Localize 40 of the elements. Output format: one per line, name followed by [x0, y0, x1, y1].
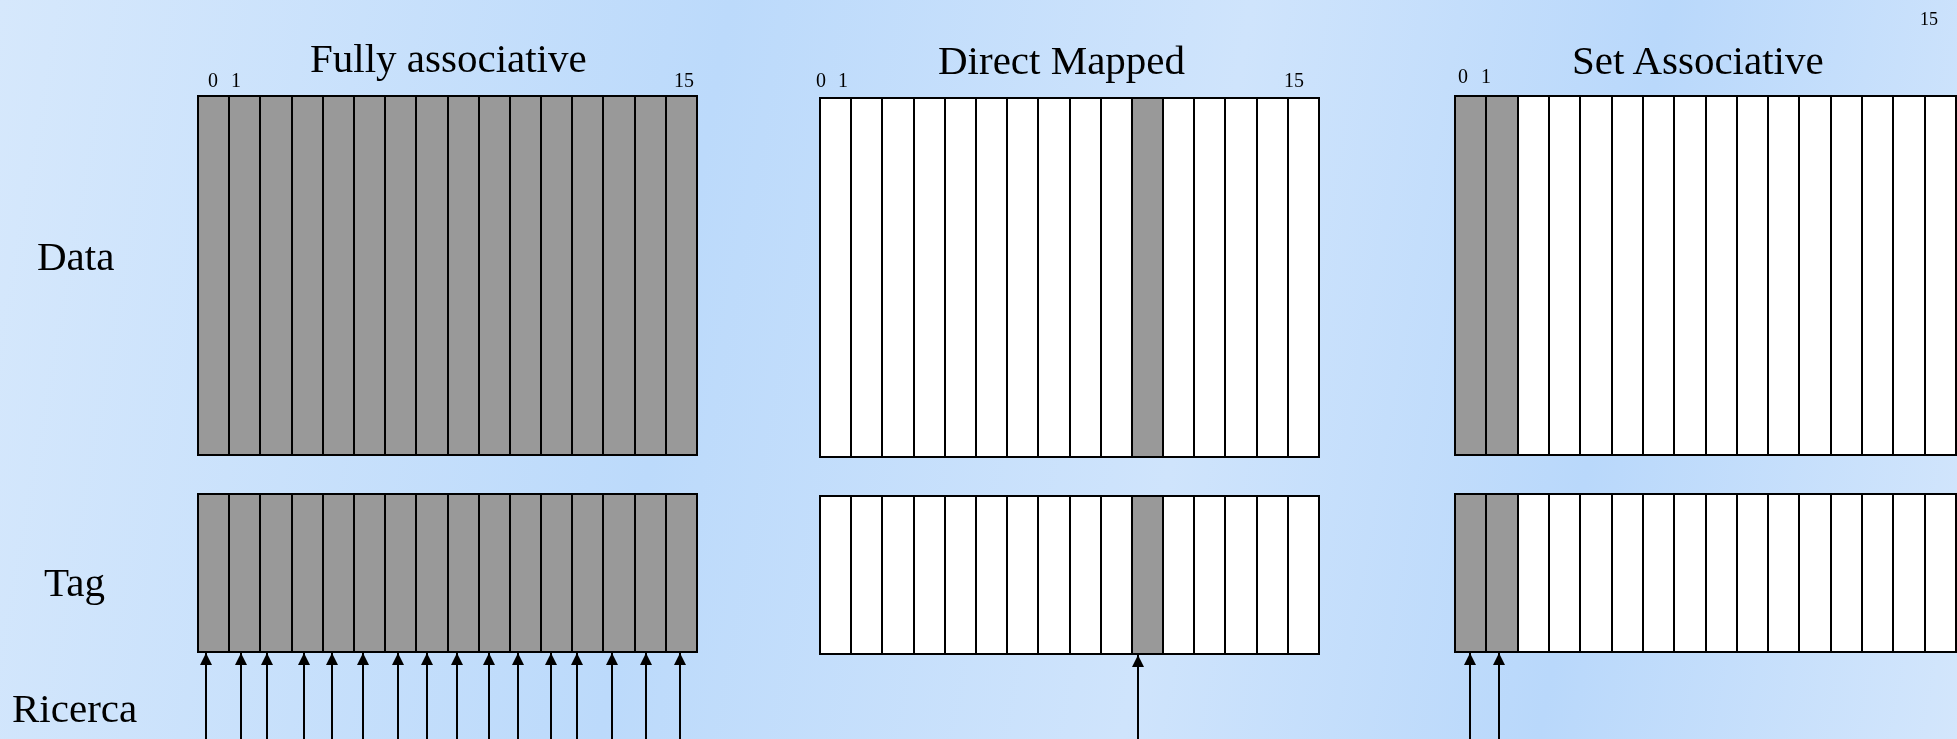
arrow	[392, 652, 404, 739]
column-index: 0	[1458, 66, 1468, 86]
row-label: Data	[37, 236, 115, 277]
cache-array	[197, 95, 698, 456]
arrow	[261, 652, 273, 739]
arrow	[298, 652, 310, 739]
array-title: Direct Mapped	[938, 40, 1186, 81]
arrow	[571, 652, 583, 739]
cache-array	[819, 97, 1320, 458]
arrow	[606, 652, 618, 739]
arrow	[421, 652, 433, 739]
page-number: 15	[1920, 10, 1938, 28]
array-title: Fully associative	[310, 38, 587, 79]
arrow	[1493, 652, 1505, 739]
array-title: Set Associative	[1572, 40, 1824, 81]
arrow	[483, 652, 495, 739]
column-index: 15	[674, 70, 694, 90]
cache-array	[197, 493, 698, 653]
column-index: 0	[816, 70, 826, 90]
column-index: 1	[231, 70, 241, 90]
cache-array	[1454, 493, 1957, 653]
arrow	[545, 652, 557, 739]
arrow	[200, 652, 212, 739]
arrow	[640, 652, 652, 739]
arrow	[512, 652, 524, 739]
column-index: 0	[208, 70, 218, 90]
cache-array	[819, 495, 1320, 655]
arrow	[235, 652, 247, 739]
cache-array	[1454, 95, 1957, 456]
column-index: 1	[838, 70, 848, 90]
column-index: 15	[1284, 70, 1304, 90]
arrow	[1132, 654, 1144, 739]
arrow	[1464, 652, 1476, 739]
arrow	[674, 652, 686, 739]
arrow	[357, 652, 369, 739]
row-label: Tag	[44, 562, 105, 603]
column-index: 1	[1481, 66, 1491, 86]
arrow	[451, 652, 463, 739]
arrow	[326, 652, 338, 739]
row-label: Ricerca	[12, 688, 138, 729]
